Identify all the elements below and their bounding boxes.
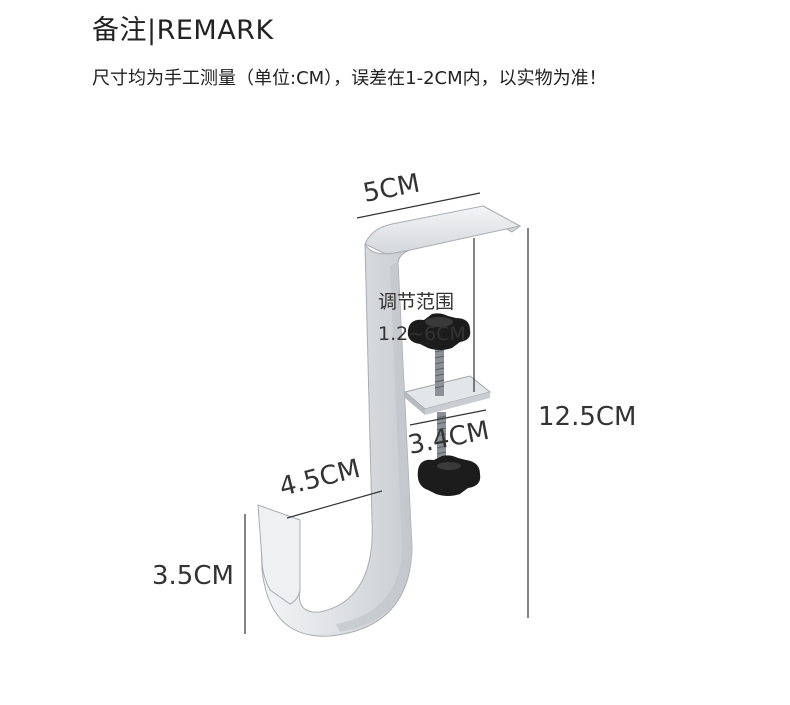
hook-width-line	[286, 490, 383, 519]
top-width-label: 5CM	[361, 169, 423, 209]
adjust-range-title: 调节范围	[378, 291, 454, 313]
height-label: 12.5CM	[538, 402, 636, 432]
adjust-range-value: 1.2~6CM	[378, 323, 466, 345]
hook-width-label: 4.5CM	[276, 454, 363, 503]
hook-body	[257, 205, 522, 637]
clamp-width-label: 3.4CM	[406, 416, 492, 461]
lower-knob-icon[interactable]	[417, 455, 481, 496]
remark-title: 备注|REMARK	[92, 15, 274, 46]
top-width-line	[356, 192, 481, 219]
clamp-plate	[403, 375, 492, 415]
upper-knob-icon[interactable]	[407, 313, 471, 350]
measurement-note: 尺寸均为手工测量（单位:CM），误差在1-2CM内，以实物为准！	[92, 68, 607, 89]
dimension-lines	[244, 192, 529, 634]
hook-height-label: 3.5CM	[152, 561, 234, 591]
clamp-width-line	[409, 409, 487, 426]
